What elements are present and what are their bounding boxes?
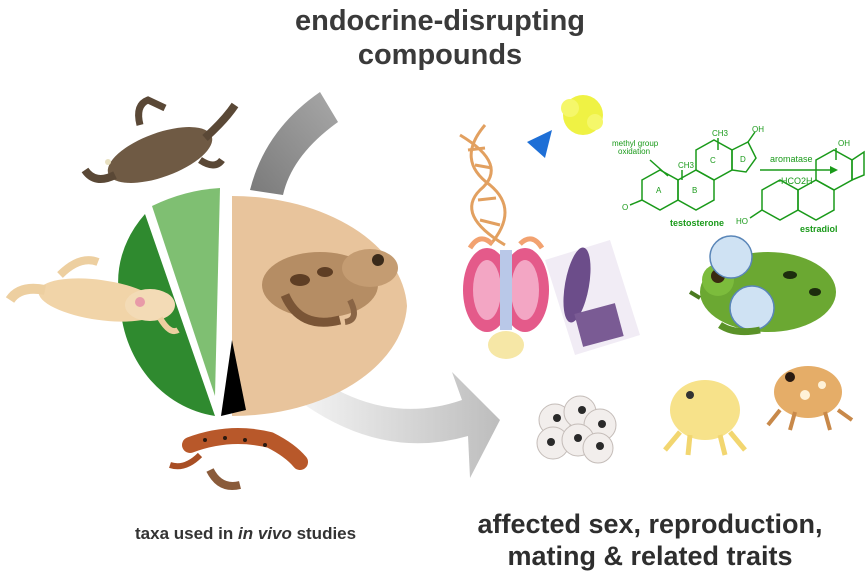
ho-label: HO	[736, 217, 748, 226]
title-line-2: compounds	[357, 39, 523, 71]
caption-suffix: studies	[291, 524, 357, 543]
frog-eggs-illustration	[536, 395, 617, 464]
histology-panel	[545, 240, 640, 355]
flow-arrow	[305, 372, 500, 478]
traits-caption: affected sex, reproduction, mating & rel…	[440, 508, 860, 572]
methyl-label-2: oxidation	[618, 147, 650, 156]
brown-frog-illustration	[262, 249, 398, 327]
estradiol-structure	[749, 148, 865, 221]
traits-caption-line-1: affected sex, reproduction,	[477, 509, 823, 539]
ring-c-label: C	[710, 156, 716, 165]
compound-blob-icon	[561, 95, 603, 135]
reaction-arrowhead	[830, 166, 838, 174]
caption-italic: in vivo	[237, 524, 292, 543]
albino-xenopus-illustration	[5, 256, 180, 335]
ring-a-label: A	[656, 186, 662, 195]
top-arc-band	[250, 92, 338, 195]
byproduct-label: -HCO2H	[778, 176, 813, 186]
dna-helix-icon	[459, 124, 507, 247]
diagram-title: endocrine-disrupting compounds	[250, 4, 630, 72]
oh-left-label: OH	[752, 125, 764, 134]
pie-segment-salamanders	[221, 340, 246, 416]
caption-prefix: taxa used in	[135, 524, 238, 543]
enzyme-label: aromatase	[770, 154, 813, 164]
reproductive-organs-illustration	[463, 236, 549, 359]
ring-b-label: B	[692, 186, 697, 195]
ring-d-label: D	[740, 155, 746, 164]
oh-right-label: OH	[838, 139, 850, 148]
ketone-o-label: O	[622, 203, 628, 212]
ch3-left-label: CH3	[678, 161, 695, 170]
title-line-1: endocrine-disrupting	[295, 5, 585, 37]
methyl-label-1: methyl group	[612, 139, 659, 148]
xenopus-frog-top-illustration	[81, 96, 239, 183]
pie-segment-other-anurans	[152, 188, 220, 396]
blue-arrow-icon	[527, 130, 552, 158]
newt-illustration	[169, 428, 308, 490]
traits-caption-line-2: mating & related traits	[507, 541, 793, 571]
taxa-caption: taxa used in in vivo studies	[135, 524, 395, 544]
orange-frog-illustration	[766, 366, 854, 431]
testosterone-label: testosterone	[670, 218, 724, 228]
egg-embryos	[547, 406, 606, 450]
testosterone-structure	[629, 131, 757, 211]
yellow-frog-illustration	[663, 380, 747, 456]
estradiol-label: estradiol	[800, 224, 838, 234]
ch3-right-label: CH3	[712, 129, 729, 138]
green-frog-illustration	[688, 235, 836, 336]
